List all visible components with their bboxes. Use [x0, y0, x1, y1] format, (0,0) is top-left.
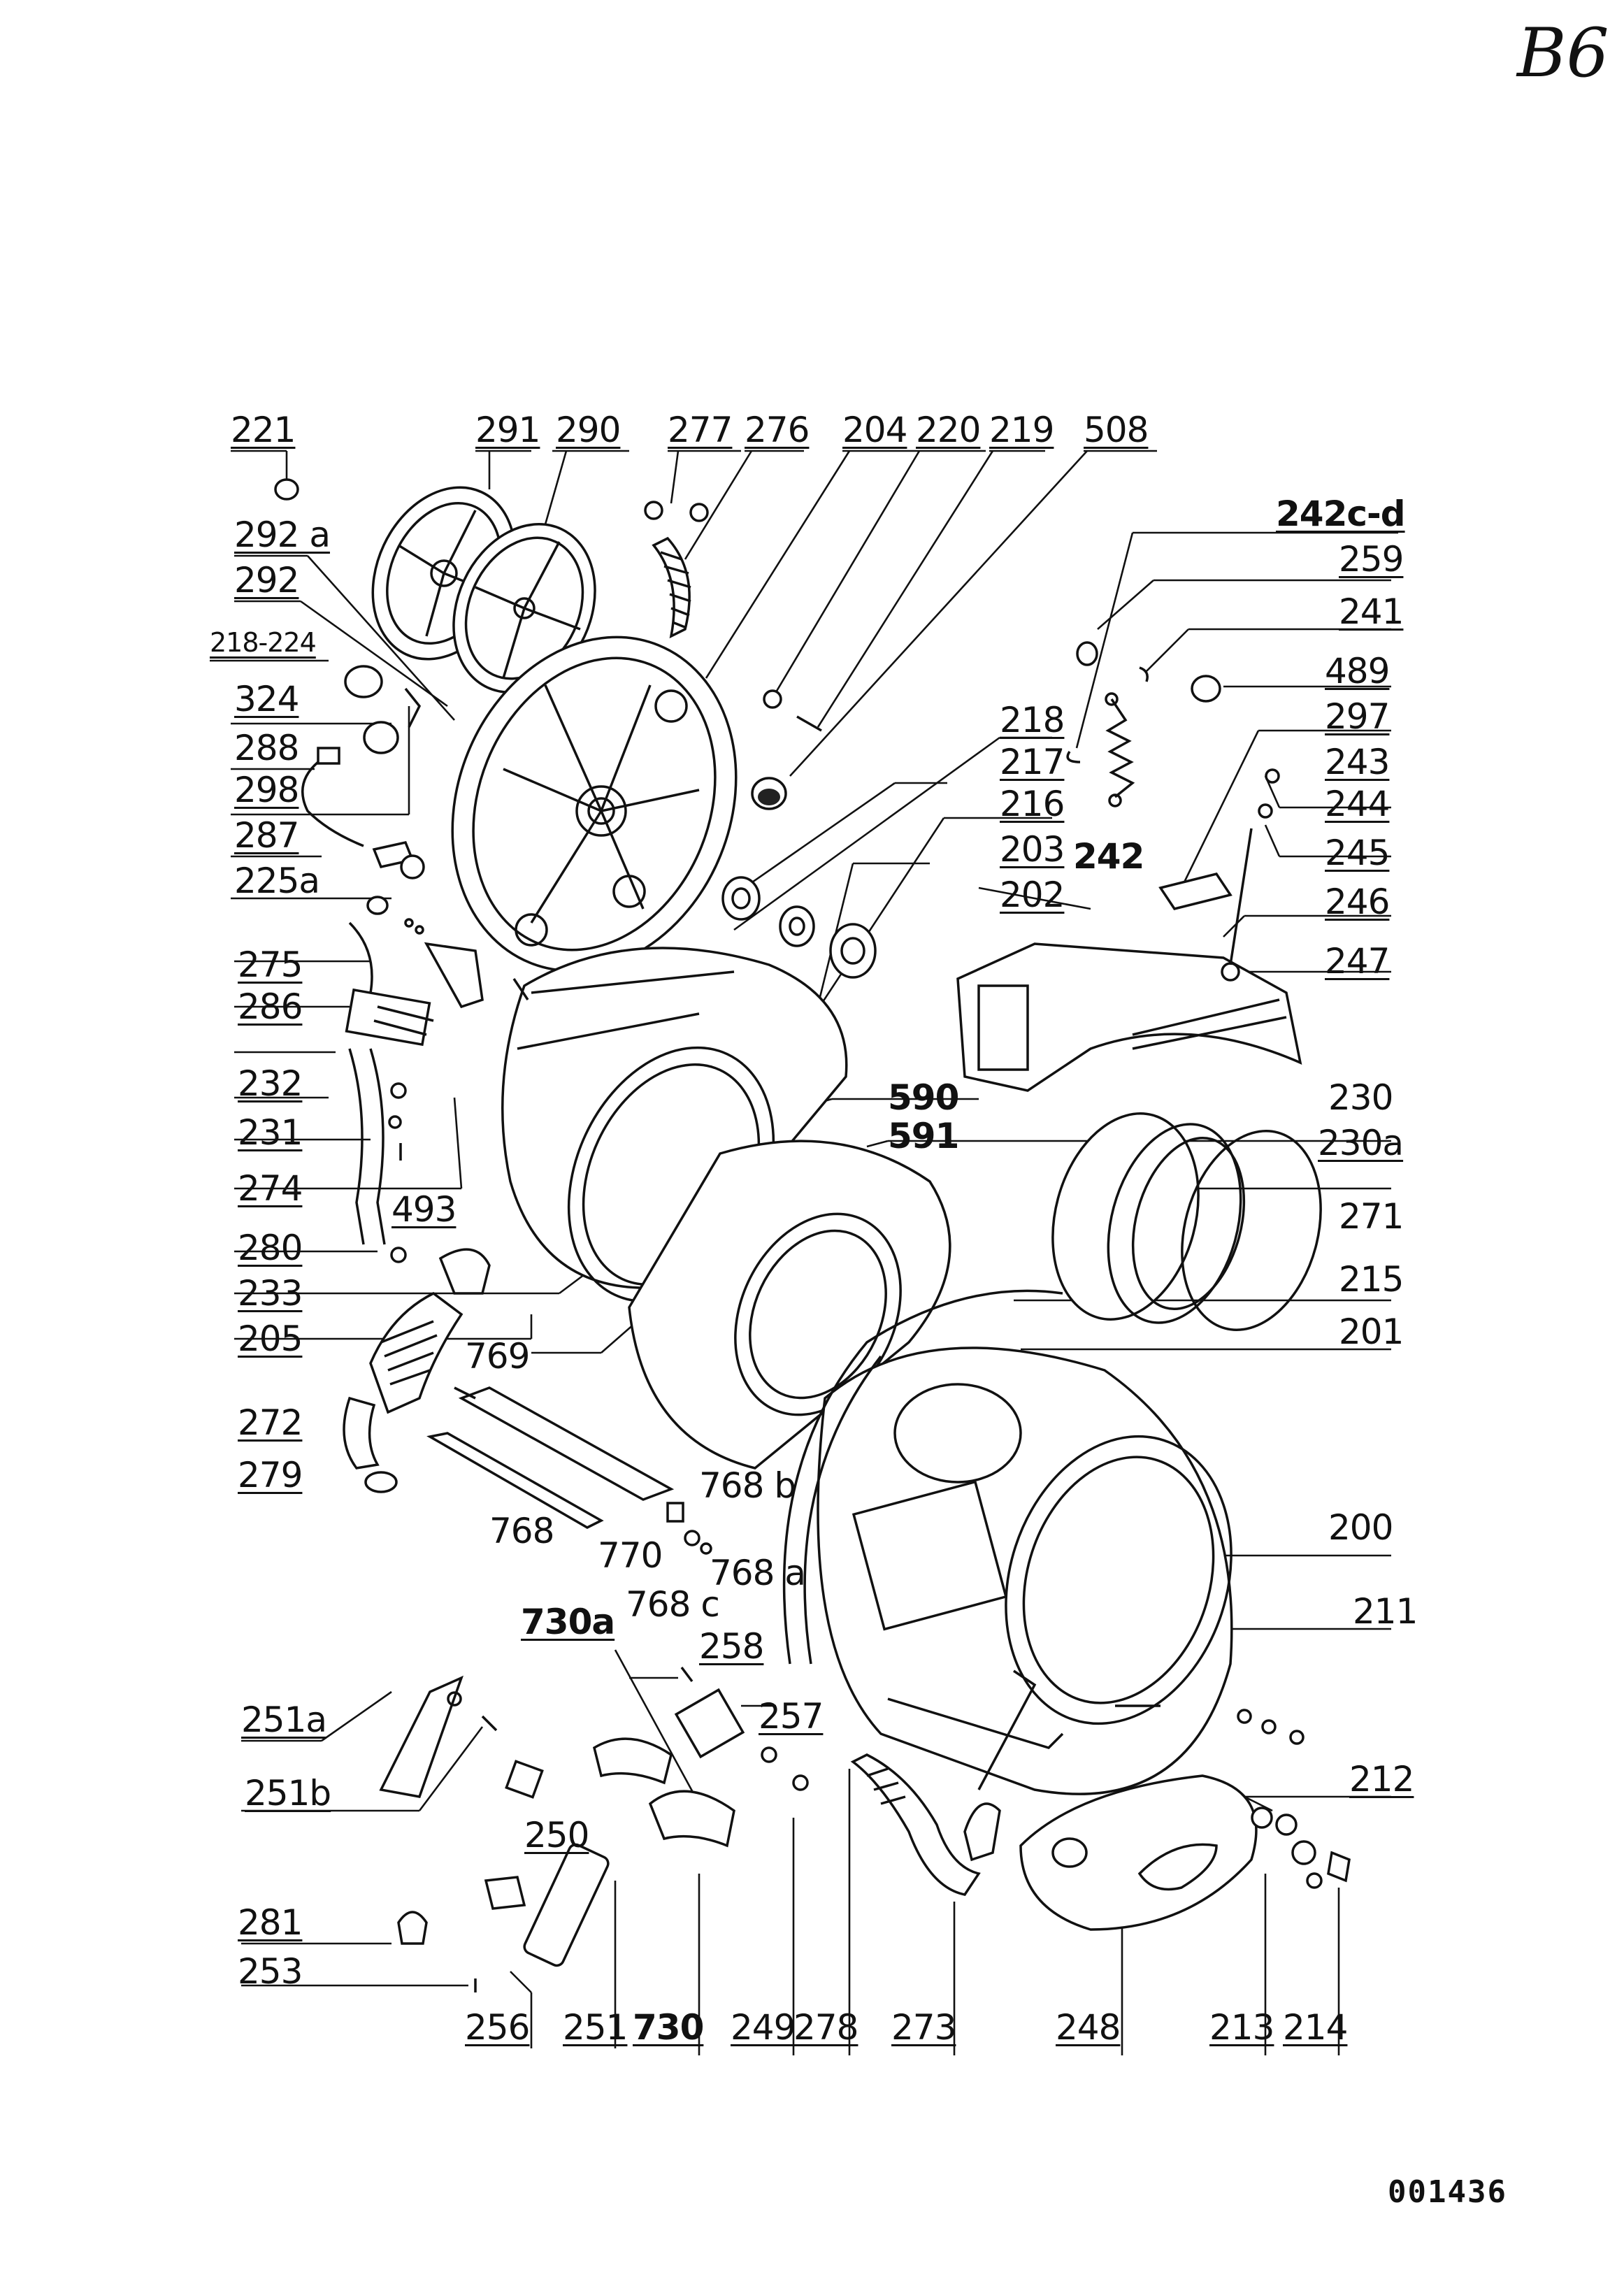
- part-label: 245: [1325, 833, 1390, 873]
- part-label: 770: [598, 1535, 663, 1576]
- left-side-parts: [274, 478, 529, 1263]
- part-label: 214: [1283, 2007, 1348, 2048]
- part-label: 272: [238, 1402, 303, 1443]
- part-label: 259: [1339, 539, 1404, 580]
- part-label: 220: [916, 410, 981, 450]
- part-label: 281: [238, 1902, 303, 1943]
- part-247-counterweight: [956, 942, 1302, 1092]
- part-label: 248: [1056, 2007, 1121, 2048]
- part-label: 298: [234, 770, 299, 810]
- part-label: 204: [842, 410, 907, 450]
- part-label: 324: [234, 679, 299, 719]
- part-label: 286: [238, 986, 303, 1027]
- part-label: 211: [1353, 1591, 1418, 1632]
- part-label: 493: [391, 1189, 457, 1230]
- part-label: 231: [238, 1112, 303, 1153]
- part-242-spring: [1105, 692, 1135, 807]
- part-label: 244: [1325, 784, 1390, 824]
- part-label: 205: [238, 1319, 303, 1359]
- part-216-218-bearings: [721, 689, 877, 979]
- part-label: 218-224: [210, 627, 317, 658]
- part-label: 768: [489, 1511, 554, 1551]
- part-label: 230a: [1318, 1123, 1404, 1163]
- part-label: 730a: [521, 1602, 615, 1642]
- part-label: 275: [238, 945, 303, 985]
- part-label: 203: [1000, 829, 1065, 870]
- part-label: 280: [238, 1228, 303, 1268]
- part-label: 216: [1000, 784, 1065, 824]
- part-label: 253: [238, 1951, 303, 1992]
- part-276-bellows-hose: [644, 501, 709, 639]
- part-label: 730: [633, 2007, 704, 2048]
- part-label: 232: [238, 1063, 303, 1104]
- part-label: 200: [1328, 1507, 1393, 1548]
- part-label: 276: [745, 410, 810, 450]
- part-230-door-seal: [1051, 1112, 1322, 1331]
- part-label: 242: [1073, 836, 1144, 877]
- part-label: 287: [234, 815, 299, 856]
- part-label: 297: [1325, 696, 1390, 737]
- part-297-damper-bracket: [1158, 872, 1233, 910]
- part-label: 768 a: [710, 1553, 806, 1593]
- part-label: 247: [1325, 941, 1390, 982]
- part-label: 202: [1000, 875, 1065, 915]
- part-label: 590: [888, 1077, 959, 1118]
- part-label: 242c-d: [1276, 494, 1406, 534]
- part-label: 233: [238, 1273, 303, 1314]
- part-label: 219: [989, 410, 1054, 450]
- part-label: 277: [668, 410, 733, 450]
- part-label: 768 c: [626, 1584, 720, 1625]
- bottom-parts: [379, 1666, 1351, 1992]
- part-label: 217: [1000, 742, 1065, 782]
- part-label: 251: [563, 2007, 628, 2048]
- part-label: 250: [524, 1815, 589, 1855]
- part-label: 769: [465, 1336, 530, 1377]
- part-label: 273: [891, 2007, 956, 2048]
- part-label: 278: [793, 2007, 858, 2048]
- part-label: 243: [1325, 742, 1390, 782]
- part-label: 201: [1339, 1312, 1404, 1352]
- part-label: 215: [1339, 1259, 1404, 1300]
- part-label: 258: [699, 1626, 764, 1667]
- part-204-rear-tub-shell: [451, 635, 738, 972]
- part-label: 591: [888, 1116, 959, 1156]
- part-label: 290: [556, 410, 621, 450]
- part-label: 257: [759, 1696, 824, 1737]
- part-label: 271: [1339, 1196, 1404, 1237]
- part-label: 489: [1325, 651, 1390, 691]
- part-202-front-tub-half: [628, 1140, 951, 1470]
- part-label: 768 b: [699, 1465, 796, 1506]
- part-246-damper-rod: [1221, 828, 1253, 982]
- part-label: 508: [1084, 410, 1149, 450]
- part-label: 292: [234, 560, 299, 601]
- part-label: 225a: [234, 861, 320, 901]
- part-label: 212: [1349, 1759, 1414, 1800]
- document-number: 001436: [1388, 2174, 1507, 2210]
- part-label: 241: [1339, 591, 1404, 632]
- part-label: 213: [1209, 2007, 1274, 2048]
- part-label: 251b: [245, 1773, 331, 1813]
- leader-lines: [210, 450, 1398, 2055]
- part-768-770-bracket: [426, 1386, 712, 1555]
- part-label: 249: [731, 2007, 796, 2048]
- part-label: 291: [475, 410, 540, 450]
- corner-mark: B6: [1517, 14, 1609, 92]
- part-label: 274: [238, 1168, 303, 1209]
- part-label: 221: [231, 410, 296, 450]
- part-label: 218: [1000, 700, 1065, 740]
- part-label: 256: [465, 2007, 530, 2048]
- part-label: 288: [234, 728, 299, 768]
- part-205-sump-hose: [343, 1248, 491, 1493]
- part-label: 230: [1328, 1077, 1393, 1118]
- part-label: 292 a: [234, 515, 331, 555]
- small-fasteners-top-right: [1066, 641, 1280, 819]
- part-label: 279: [238, 1455, 303, 1495]
- part-200-front-panel: [817, 1346, 1233, 1795]
- part-201-tub-gasket: [782, 1289, 1063, 1665]
- part-label: 251a: [241, 1700, 327, 1740]
- part-label: 246: [1325, 882, 1390, 922]
